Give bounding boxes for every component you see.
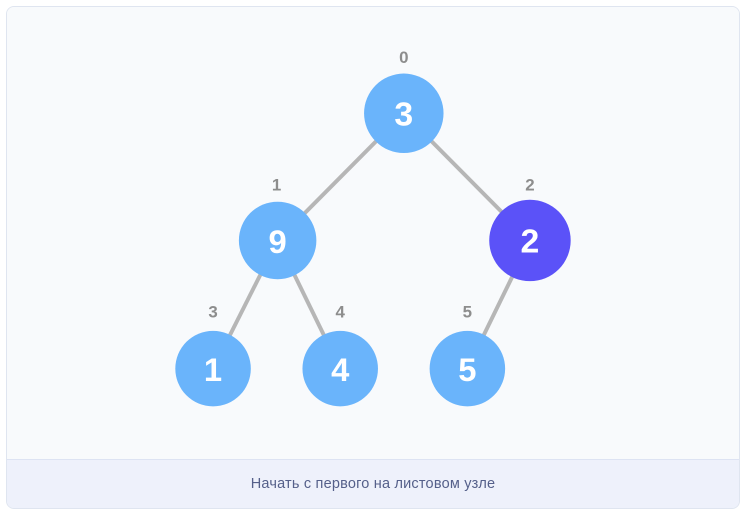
node-index-label: 3 — [208, 302, 217, 321]
node-index-label: 0 — [399, 48, 408, 67]
tree-node[interactable]: 55 — [429, 302, 506, 407]
tree-node[interactable]: 03 — [364, 48, 444, 154]
tree-node[interactable]: 31 — [175, 302, 251, 407]
node-value-label: 9 — [269, 223, 287, 260]
node-circle[interactable] — [364, 73, 444, 154]
tree-node[interactable]: 19 — [238, 175, 317, 280]
node-value-label: 4 — [331, 351, 350, 388]
node-circle[interactable] — [429, 330, 506, 407]
node-index-label: 5 — [463, 302, 472, 321]
node-value-label: 1 — [204, 351, 222, 388]
node-value-label: 3 — [394, 95, 413, 133]
node-circle[interactable] — [238, 201, 317, 280]
node-index-label: 1 — [272, 175, 281, 194]
node-circle-highlighted[interactable] — [489, 199, 571, 282]
status-caption: Начать с первого на листовом узле — [250, 476, 496, 492]
node-circle[interactable] — [175, 330, 251, 407]
node-value-label: 2 — [521, 222, 540, 260]
node-index-label: 2 — [525, 175, 534, 194]
tree-node[interactable]: 22 — [489, 175, 571, 282]
status-bar: Начать с первого на листовом узле — [7, 459, 739, 508]
node-index-label: 4 — [336, 302, 346, 321]
node-value-label: 5 — [458, 351, 476, 388]
node-circle[interactable] — [302, 330, 378, 407]
tree-node[interactable]: 44 — [302, 302, 378, 407]
